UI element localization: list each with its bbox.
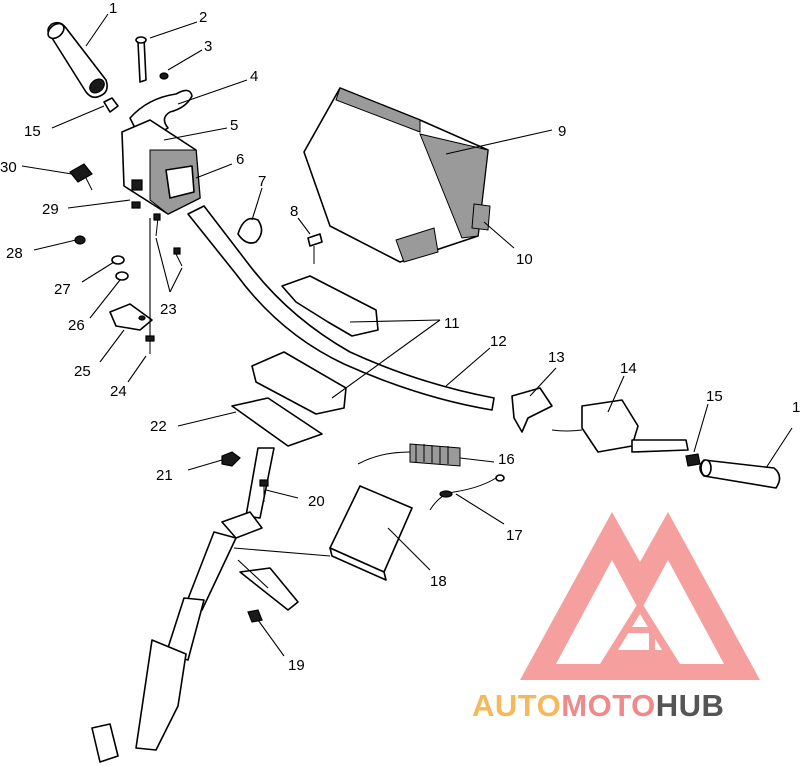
part-15-end-plug-right — [685, 453, 701, 467]
callout-7: 7 — [258, 173, 266, 190]
part-27-washer — [111, 255, 125, 265]
part-19-tube — [239, 567, 299, 623]
callout-6: 6 — [236, 151, 244, 168]
callout-26: 26 — [68, 317, 85, 334]
callout-15-left: 15 — [24, 123, 41, 140]
part-29-screw — [131, 201, 141, 209]
part-1-right-grip — [699, 459, 781, 489]
part-1-left-grip — [47, 21, 108, 99]
callout-16: 16 — [498, 451, 515, 468]
part-14-master-cylinder — [551, 399, 689, 453]
automotohub-logo — [520, 512, 760, 680]
callout-13: 13 — [548, 349, 565, 366]
callout-25: 25 — [74, 363, 91, 380]
callout-1-right: 1 — [792, 399, 800, 416]
callout-28: 28 — [6, 245, 23, 262]
part-7-clamp — [237, 217, 263, 244]
part-3-ring — [159, 72, 169, 80]
part-21-nut — [221, 451, 241, 467]
callout-3: 3 — [204, 38, 212, 55]
callout-20: 20 — [308, 493, 325, 510]
part-2-pin — [135, 36, 147, 83]
part-20-bolt — [259, 479, 269, 502]
part-26-washer — [115, 271, 129, 281]
part-15-end-plug-left — [103, 97, 119, 113]
callout-1: 1 — [109, 0, 117, 17]
part-22-riser-plate — [231, 397, 323, 447]
callout-14: 14 — [620, 360, 637, 377]
watermark-text: AUTOMOTOHUB — [472, 688, 724, 723]
callout-30: 30 — [0, 159, 17, 176]
part-8-bolt — [307, 233, 323, 264]
part-18-shield — [329, 485, 413, 581]
callout-22: 22 — [150, 418, 167, 435]
callout-5: 5 — [230, 117, 238, 134]
callout-18: 18 — [430, 573, 447, 590]
part-5-throttle-housing — [121, 119, 201, 215]
part-13-brake-bracket — [511, 387, 553, 433]
callout-labels: 1 2 3 4 5 6 7 8 9 10 11 12 13 14 15 15 1… — [0, 0, 800, 674]
callout-23: 23 — [160, 301, 177, 318]
callout-19: 19 — [288, 657, 305, 674]
part-28-nut — [74, 235, 86, 245]
watermark-auto: AUTO — [472, 688, 561, 723]
callout-4: 4 — [250, 68, 258, 85]
part-9-cover — [303, 87, 489, 263]
watermark-hub: HUB — [656, 688, 725, 723]
part-12-handlebar — [187, 205, 495, 411]
part-24-screw — [145, 335, 155, 354]
watermark-moto: MOTO — [561, 688, 655, 723]
callout-12: 12 — [490, 333, 507, 350]
callout-29: 29 — [42, 201, 59, 218]
part-16-coiled-cable — [357, 443, 461, 467]
callout-17: 17 — [506, 527, 523, 544]
part-17-wire — [429, 474, 505, 511]
svg-text:AUTOMOTOHUB: AUTOMOTOHUB — [472, 688, 724, 723]
part-11-clamp-lower — [251, 351, 347, 415]
part-11-clamp-upper — [281, 275, 379, 337]
steering-column — [91, 447, 275, 763]
callout-10: 10 — [516, 251, 533, 268]
callout-9: 9 — [558, 123, 566, 140]
callout-21: 21 — [156, 467, 173, 484]
callout-27: 27 — [54, 281, 71, 298]
callout-24: 24 — [110, 383, 127, 400]
callout-2: 2 — [199, 9, 207, 26]
callout-15-right: 15 — [706, 388, 723, 405]
callout-11: 11 — [444, 315, 460, 332]
part-30-clip — [69, 163, 93, 191]
leader-lines — [21, 13, 793, 657]
part-23-screws — [153, 213, 183, 267]
part-25-plate — [109, 303, 153, 331]
callout-8: 8 — [290, 203, 298, 220]
